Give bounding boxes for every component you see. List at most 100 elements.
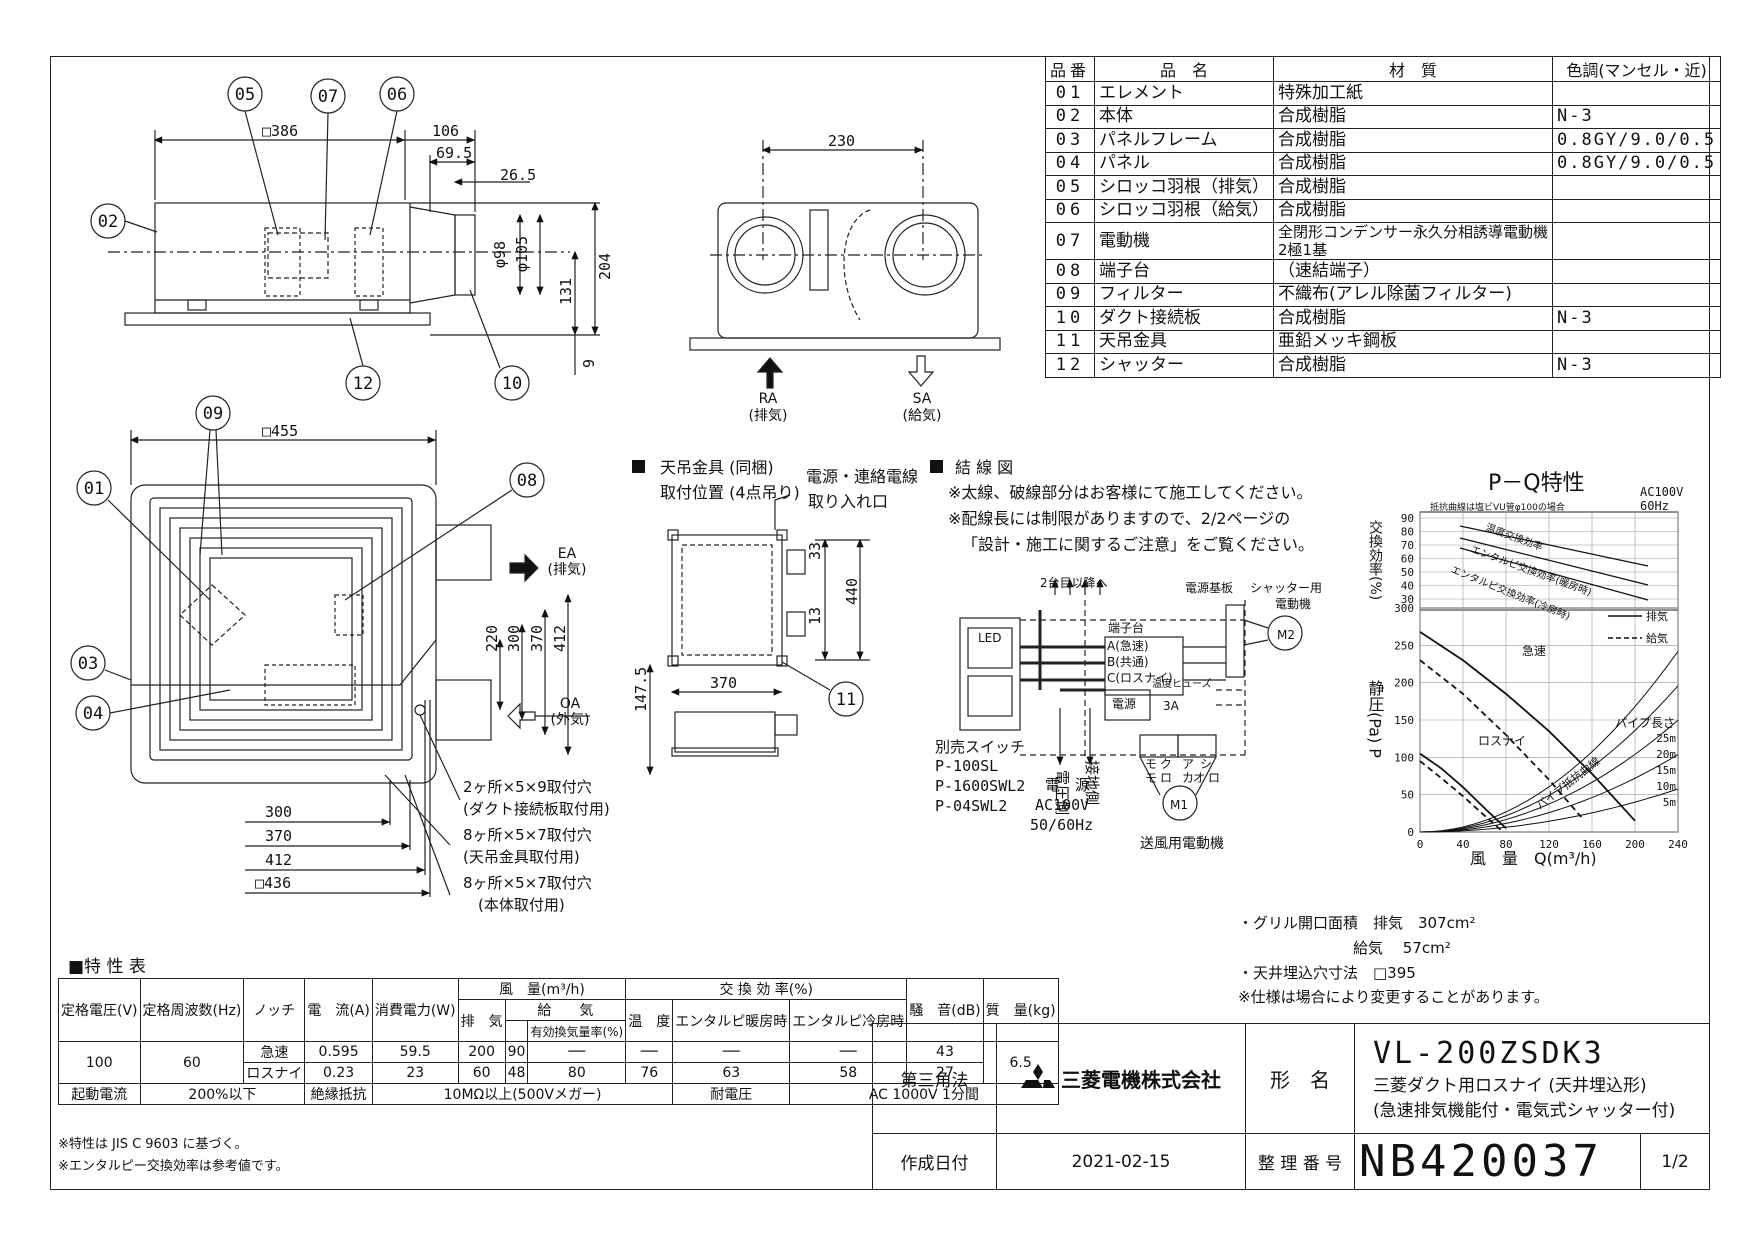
parts-no: 05 xyxy=(1044,175,1096,200)
spec-ent-heat-1: ── xyxy=(672,1041,791,1063)
spec-temp-1: ── xyxy=(625,1041,674,1063)
hanger-title2: 取付位置 (4点吊り) xyxy=(660,483,800,502)
drawing-frame xyxy=(50,56,1710,1190)
dim-412: 412 xyxy=(551,625,569,652)
wiring-shutter-motor: シャッター用 xyxy=(1250,581,1322,595)
parts-color xyxy=(1552,282,1722,307)
dim-147-5: 147.5 xyxy=(632,667,650,712)
parts-material: 合成樹脂 xyxy=(1273,175,1554,200)
parts-color xyxy=(1552,329,1722,354)
wire-ro: ロ xyxy=(1160,771,1172,785)
callout-11: 11 xyxy=(836,690,856,710)
parts-no: 12 xyxy=(1044,353,1096,378)
wiring-led: LED xyxy=(978,631,1002,645)
spec-h-power: 消費電力(W) xyxy=(371,978,459,1042)
callout-10: 10 xyxy=(502,374,522,394)
callout-03: 03 xyxy=(78,654,98,674)
parts-no: 06 xyxy=(1044,198,1096,223)
power-source: 電 源 xyxy=(1045,776,1090,794)
mitsubishi-logo-icon xyxy=(1021,1063,1055,1088)
callout-05: 05 xyxy=(235,85,255,105)
parts-name: 本体 xyxy=(1094,104,1275,129)
dim-b370: 370 xyxy=(265,827,292,845)
dim-b436: □436 xyxy=(255,874,291,892)
parts-material-line2: 2極1基 xyxy=(1278,241,1328,259)
chart-title: P－Q特性 xyxy=(1488,471,1585,496)
spec-supply-1: 90 xyxy=(504,1041,529,1063)
hanger-view xyxy=(646,494,870,775)
date-label: 作成日付 xyxy=(872,1133,997,1190)
parts-material: （速結端子） xyxy=(1273,259,1554,284)
callout-09: 09 xyxy=(203,404,223,424)
doc-number: NB420037 xyxy=(1354,1133,1641,1190)
dim-300: 300 xyxy=(505,625,523,652)
note-body-holes: 8ヶ所×5×7取付穴 xyxy=(463,874,592,892)
dim-106: 106 xyxy=(432,122,459,140)
wire-ro2: ロ xyxy=(1208,771,1220,785)
note-duct-holes-sub: (ダクト接続板取付用) xyxy=(463,800,610,818)
pipe-length-label: パイプ長さ xyxy=(1615,716,1675,730)
oa-sub: (外気) xyxy=(551,712,590,728)
spec-supply-2: 48 xyxy=(504,1062,529,1084)
dim-230: 230 xyxy=(828,132,855,150)
spec-voltage: 100 xyxy=(58,1041,141,1084)
wiring-b: B(共通) xyxy=(1107,655,1149,669)
sa-sub: (給気) xyxy=(903,408,942,424)
parts-header-no: 品番 xyxy=(1044,56,1096,82)
callout-02: 02 xyxy=(98,212,118,232)
spec-h-current: 電 流(A) xyxy=(304,978,373,1042)
parts-name: パネルフレーム xyxy=(1094,128,1275,153)
chart-curves xyxy=(1419,525,1679,833)
x-tick-label: 200 xyxy=(1625,838,1645,851)
pipe-length-tick: 15m xyxy=(1656,764,1676,777)
parts-no: 02 xyxy=(1044,104,1096,129)
spec-effective-2: 80 xyxy=(527,1062,627,1084)
spec-exhaust-1: 200 xyxy=(457,1041,506,1063)
efficiency-curve xyxy=(1459,525,1649,567)
grille-note-4: ※仕様は場合により変更することがあります。 xyxy=(1238,988,1549,1006)
spec-temp-2: 76 xyxy=(625,1062,674,1084)
wiring-ground-side: 接地側 xyxy=(1083,760,1101,805)
pipe-curves-label: パイプ抵抗曲線 xyxy=(1533,754,1602,812)
spec-exhaust-2: 60 xyxy=(457,1062,506,1084)
callout-07: 07 xyxy=(318,87,338,107)
spec-h-effective: 有効換気量率(%) xyxy=(527,1020,627,1042)
power-label2: 取り入れ口 xyxy=(808,492,888,511)
efficiency-tick-label: 40 xyxy=(1401,580,1414,593)
switch-model-2: P-1600SWL2 xyxy=(935,777,1025,795)
spec-current-1: 0.595 xyxy=(304,1041,373,1063)
parts-name: フィルター xyxy=(1094,282,1275,307)
spec-current-2: 0.23 xyxy=(304,1062,373,1084)
note-duct-holes: 2ヶ所×5×9取付穴 xyxy=(463,778,592,796)
parts-name: パネル xyxy=(1094,151,1275,176)
parts-header-material: 材 質 xyxy=(1273,56,1554,82)
dim-b300: 300 xyxy=(265,803,292,821)
plan-view xyxy=(129,430,590,897)
wiring-m1: M1 xyxy=(1170,798,1188,812)
company-name: 三菱電機株式会社 xyxy=(1061,1068,1221,1092)
parts-color xyxy=(1552,222,1722,260)
spec-insulation-value: 10MΩ以上(500Vメガー) xyxy=(371,1083,674,1105)
parts-color: N-3 xyxy=(1552,353,1722,378)
parts-material: 合成樹脂 xyxy=(1273,306,1554,331)
parts-header-name: 品 名 xyxy=(1094,56,1275,82)
efficiency-curve xyxy=(1459,547,1649,601)
spec-h-airflow: 風 量(m³/h) xyxy=(457,978,627,1000)
parts-name: 端子台 xyxy=(1094,259,1275,284)
projection-label: 第三角法 xyxy=(872,1023,997,1134)
note-body-holes-sub: (本体取付用) xyxy=(478,896,565,914)
parts-color xyxy=(1552,198,1722,223)
parts-material: 合成樹脂 xyxy=(1273,198,1554,223)
x-tick-label: 240 xyxy=(1668,838,1688,851)
wire-a: ア xyxy=(1182,757,1194,771)
spec-h-temp: 温 度 xyxy=(625,999,674,1042)
spec-footnote-2: ※エンタルピー交換効率は参考値です。 xyxy=(58,1158,289,1174)
spec-footnote-1: ※特性は JIS C 9603 に基づく。 xyxy=(58,1137,248,1152)
y-tick-label: 50 xyxy=(1401,789,1414,802)
